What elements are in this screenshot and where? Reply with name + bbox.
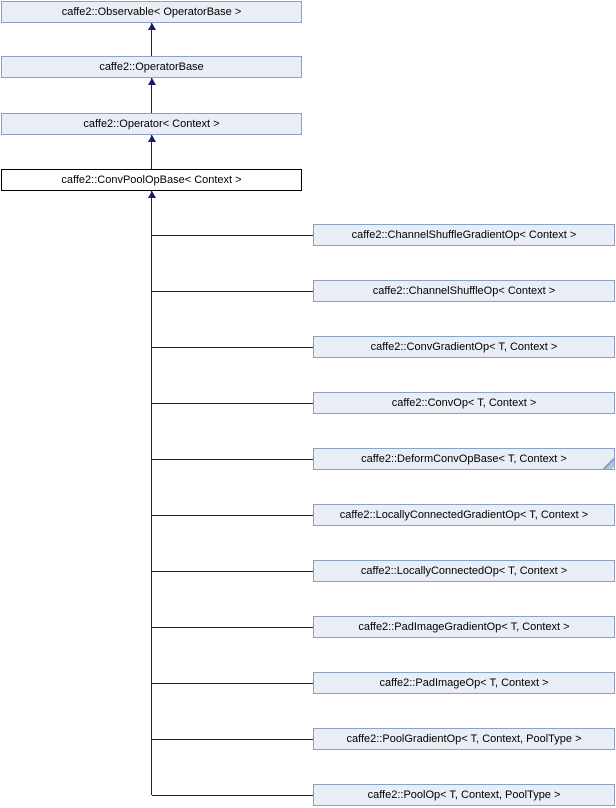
class-node-padimagegradientop[interactable]: caffe2::PadImageGradientOp< T, Context > [313,616,615,638]
inheritance-arrowhead [148,78,156,85]
inheritance-edge [151,78,152,113]
branch-connector [152,347,313,348]
inheritance-trunk-edge [151,191,152,795]
branch-connector [152,683,313,684]
class-node-padimageop[interactable]: caffe2::PadImageOp< T, Context > [313,672,615,694]
branch-connector [152,627,313,628]
branch-connector [152,515,313,516]
branch-connector [152,739,313,740]
class-node-locallyconnectedgradientop[interactable]: caffe2::LocallyConnectedGradientOp< T, C… [313,504,615,526]
branch-connector [152,235,313,236]
class-node-convop[interactable]: caffe2::ConvOp< T, Context > [313,392,615,414]
inheritance-arrowhead [148,135,156,142]
class-node-locallyconnectedop[interactable]: caffe2::LocallyConnectedOp< T, Context > [313,560,615,582]
class-node-poolgradientop[interactable]: caffe2::PoolGradientOp< T, Context, Pool… [313,728,615,750]
class-node-label: caffe2::DeformConvOpBase< T, Context > [361,453,567,465]
truncated-corner-fold [603,458,614,469]
class-node-poolop[interactable]: caffe2::PoolOp< T, Context, PoolType > [313,784,615,806]
inheritance-edge [151,135,152,169]
inheritance-arrowhead [148,191,156,198]
branch-connector [152,403,313,404]
class-node-channelshuffleop[interactable]: caffe2::ChannelShuffleOp< Context > [313,280,615,302]
class-node-operatorbase[interactable]: caffe2::OperatorBase [1,56,302,78]
class-node-observable[interactable]: caffe2::Observable< OperatorBase > [1,1,302,23]
class-node-operator[interactable]: caffe2::Operator< Context > [1,113,302,135]
class-node-convpoolopbase-current: caffe2::ConvPoolOpBase< Context > [1,169,302,191]
class-node-deformconvopbase[interactable]: caffe2::DeformConvOpBase< T, Context > [313,448,615,470]
branch-connector [152,459,313,460]
branch-connector [152,571,313,572]
inheritance-edge [151,23,152,56]
branch-connector [152,795,313,796]
class-node-convgradientop[interactable]: caffe2::ConvGradientOp< T, Context > [313,336,615,358]
inheritance-arrowhead [148,23,156,30]
class-node-channelshufflegradientop[interactable]: caffe2::ChannelShuffleGradientOp< Contex… [313,224,615,246]
branch-connector [152,291,313,292]
